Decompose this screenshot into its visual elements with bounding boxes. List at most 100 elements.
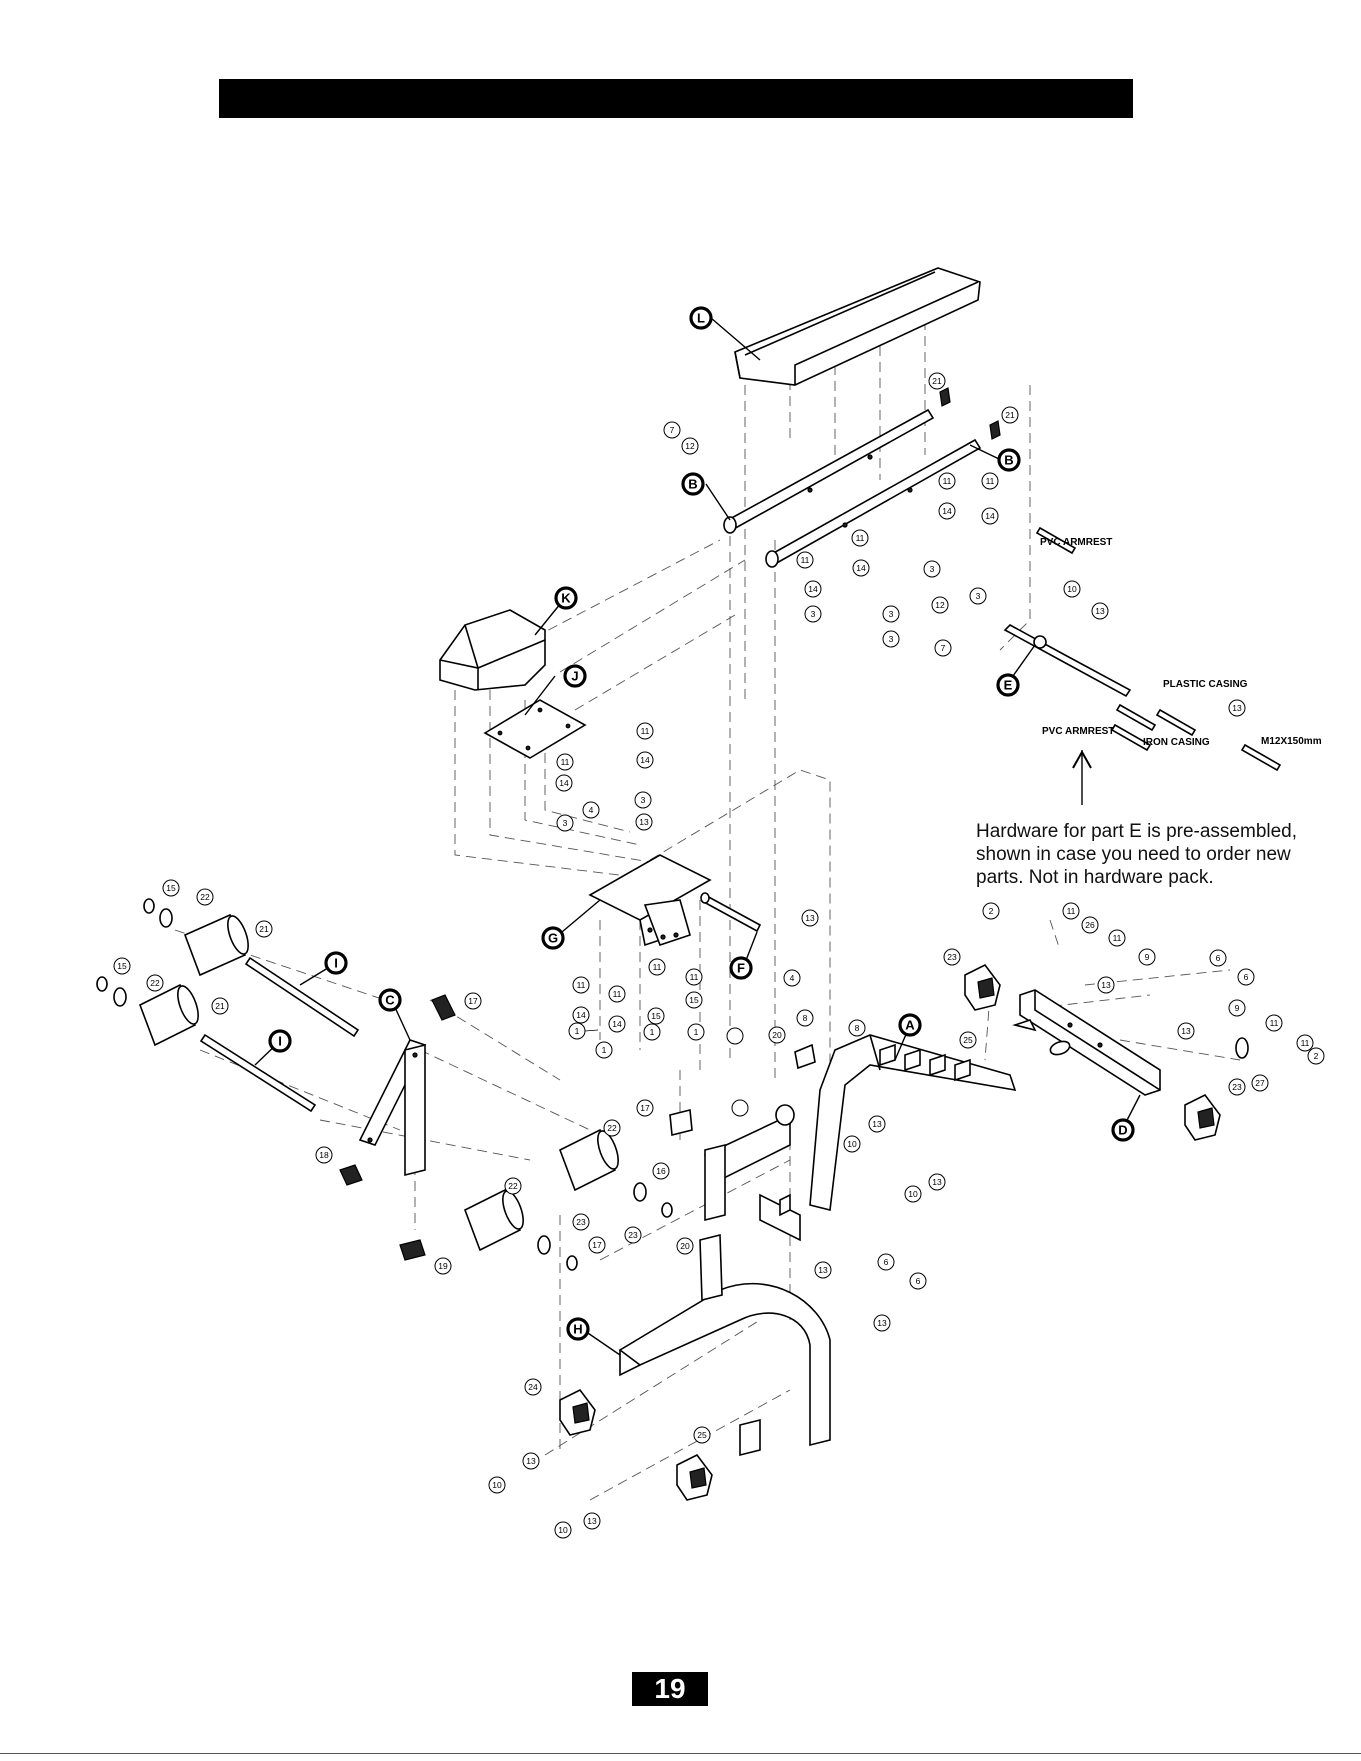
svg-text:11: 11 [1301, 1038, 1310, 1048]
callout: 11 [1296, 1034, 1314, 1052]
callout: 14 [608, 1015, 626, 1033]
callout: 6 [1237, 968, 1255, 986]
callout: 1 [595, 1041, 613, 1059]
svg-text:13: 13 [932, 1177, 942, 1187]
callout: 11 [1062, 902, 1080, 920]
svg-text:11: 11 [641, 726, 650, 736]
callout: 11 [938, 472, 956, 490]
callout: 1 [687, 1023, 705, 1041]
svg-text:15: 15 [689, 995, 699, 1005]
svg-text:11: 11 [653, 962, 662, 972]
callout: 13 [1177, 1022, 1195, 1040]
svg-text:I: I [278, 1034, 282, 1049]
svg-text:3: 3 [811, 609, 816, 619]
svg-text:3: 3 [976, 591, 981, 601]
callout: 21 [928, 372, 946, 390]
part-letter-f: F [729, 956, 753, 980]
label-iron-casing: IRON CASING [1143, 737, 1210, 748]
svg-text:J: J [571, 669, 578, 684]
svg-text:12: 12 [935, 600, 945, 610]
callout: 3 [969, 587, 987, 605]
svg-text:10: 10 [1067, 584, 1077, 594]
callout: 10 [843, 1135, 861, 1153]
callout: 18 [315, 1146, 333, 1164]
svg-text:6: 6 [884, 1257, 889, 1267]
svg-text:17: 17 [640, 1103, 650, 1113]
svg-text:L: L [697, 311, 705, 326]
svg-text:18: 18 [319, 1150, 329, 1160]
callout: 1 [643, 1023, 661, 1041]
front-base [618, 1282, 831, 1457]
back-bracket [588, 854, 762, 947]
svg-text:21: 21 [215, 1001, 225, 1011]
callout: 3 [556, 814, 574, 832]
callout: 10 [1063, 580, 1081, 598]
callout: 10 [488, 1476, 506, 1494]
hardware-note: Hardware for part E is pre-assembled, sh… [976, 820, 1336, 889]
svg-text:14: 14 [576, 1010, 586, 1020]
callout: 4 [582, 801, 600, 819]
callout: 10 [554, 1521, 572, 1539]
roller-bars [199, 956, 360, 1113]
callout: 13 [522, 1452, 540, 1470]
svg-text:11: 11 [1270, 1018, 1279, 1028]
foam-rollers [138, 913, 619, 1252]
part-letter-i-bottom: I [268, 1029, 292, 1053]
part-letter-k: K [554, 586, 578, 610]
svg-text:21: 21 [259, 924, 269, 934]
svg-text:14: 14 [856, 563, 866, 573]
svg-text:10: 10 [908, 1189, 918, 1199]
callout [726, 1027, 744, 1045]
callout: 11 [685, 968, 703, 986]
svg-text:15: 15 [166, 883, 176, 893]
svg-text:1: 1 [694, 1027, 699, 1037]
callout: 3 [923, 560, 941, 578]
svg-text:25: 25 [963, 1035, 973, 1045]
svg-text:11: 11 [986, 476, 995, 486]
svg-text:22: 22 [607, 1123, 617, 1133]
svg-text:13: 13 [526, 1456, 536, 1466]
svg-text:22: 22 [150, 978, 160, 988]
callout: 20 [676, 1237, 694, 1255]
svg-text:13: 13 [877, 1318, 887, 1328]
svg-text:9: 9 [1145, 952, 1150, 962]
callout: 13 [1228, 699, 1246, 717]
svg-text:10: 10 [558, 1525, 568, 1535]
part-letter-c: C [378, 988, 402, 1012]
callout: 26 [1081, 916, 1099, 934]
svg-text:E: E [1004, 678, 1013, 693]
callout: 23 [943, 948, 961, 966]
callout: 23 [572, 1213, 590, 1231]
svg-text:10: 10 [847, 1139, 857, 1149]
callout: 7 [934, 639, 952, 657]
part-letter-d: D [1111, 1118, 1135, 1142]
label-plastic-casing: PLASTIC CASING [1163, 679, 1248, 690]
callout: 11 [796, 551, 814, 569]
svg-text:26: 26 [1085, 920, 1095, 930]
svg-text:13: 13 [1101, 980, 1111, 990]
svg-text:14: 14 [942, 506, 952, 516]
svg-text:15: 15 [651, 1011, 661, 1021]
label-pvc-armrest-bottom: PVC ARMREST [1042, 726, 1114, 737]
svg-text:14: 14 [559, 778, 569, 788]
seat-pad [734, 267, 981, 386]
svg-text:3: 3 [889, 609, 894, 619]
svg-text:A: A [905, 1018, 915, 1033]
svg-text:22: 22 [200, 892, 210, 902]
svg-text:B: B [688, 477, 697, 492]
callout: 6 [877, 1253, 895, 1271]
callout: 22 [504, 1177, 522, 1195]
svg-text:6: 6 [1244, 972, 1249, 982]
callout: 11 [608, 985, 626, 1003]
back-plate [483, 699, 587, 759]
callout: 24 [524, 1378, 542, 1396]
seat-rails [723, 408, 982, 568]
svg-text:7: 7 [941, 643, 946, 653]
callout: 11 [636, 722, 654, 740]
callout: 23 [624, 1226, 642, 1244]
callout: 11 [981, 472, 999, 490]
callout: 11 [648, 958, 666, 976]
callout: 11 [572, 976, 590, 994]
